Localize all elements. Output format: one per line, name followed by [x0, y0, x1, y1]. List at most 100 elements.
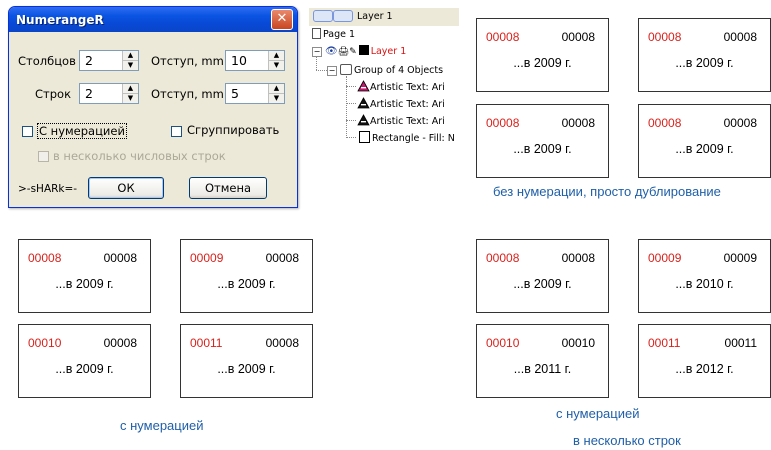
- card-black-number: 00008: [265, 336, 299, 350]
- rows-label: Строк: [35, 87, 72, 101]
- pencil-icon[interactable]: ✎: [349, 47, 357, 57]
- group-label[interactable]: Сгруппировать: [187, 123, 280, 137]
- card-year-text: ...в 2009 г.: [513, 56, 572, 70]
- tree-item-label: Artistic Text: Ari: [370, 99, 445, 110]
- object-manager-tree: Layer 1 Page 1 − 👁🖨✎Layer 1 − Group of 4…: [309, 8, 459, 146]
- tree-item-layer[interactable]: 👁🖨✎Layer 1: [325, 45, 406, 57]
- tree-tab-icon[interactable]: [333, 10, 353, 22]
- with-numbering-label[interactable]: С нумерацией: [37, 123, 127, 139]
- label-card: 00009 00009 ...в 2010 г.: [638, 239, 771, 313]
- tree-item-label: Artistic Text: Ari: [370, 116, 445, 127]
- spin-up-icon[interactable]: ▲: [269, 51, 284, 61]
- offset2-spinner[interactable]: 5 ▲▼: [225, 83, 285, 104]
- spin-down-icon[interactable]: ▼: [273, 94, 280, 102]
- label-card: 00008 00008 ...в 2009 г.: [638, 104, 771, 178]
- tree-item-text-1[interactable]: Artistic Text: Ari: [357, 80, 445, 93]
- offset2-value[interactable]: 5: [231, 86, 239, 101]
- eye-icon[interactable]: 👁: [325, 46, 338, 57]
- collapse-group-icon[interactable]: −: [327, 66, 337, 76]
- card-year-text: ...в 2011 г.: [513, 362, 572, 376]
- cancel-button[interactable]: Отмена: [189, 177, 267, 199]
- label-card: 00011 00008 ...в 2009 г.: [180, 324, 313, 398]
- close-icon: ✕: [276, 11, 288, 26]
- card-black-number: 00008: [561, 251, 595, 265]
- offset1-spinner[interactable]: 10 ▲▼: [225, 50, 285, 71]
- artistic-text-icon: [357, 97, 370, 109]
- dialog-titlebar[interactable]: NumerangeR ✕: [9, 7, 297, 32]
- label-card: 00010 00010 ...в 2011 г.: [476, 324, 609, 398]
- tree-item-page[interactable]: Page 1: [312, 28, 355, 40]
- columns-label: Столбцов: [18, 54, 76, 68]
- tree-toolbar: Layer 1: [309, 8, 459, 26]
- card-year-text: ...в 2009 г.: [513, 277, 572, 291]
- offset1-value[interactable]: 10: [231, 53, 247, 68]
- tree-item-group[interactable]: Group of 4 Objects: [340, 64, 443, 76]
- spin-down-icon[interactable]: ▼: [127, 61, 134, 69]
- printer-icon[interactable]: 🖨: [337, 47, 350, 57]
- card-year-text: ...в 2012 г.: [675, 362, 734, 376]
- card-red-number: 00008: [28, 251, 62, 265]
- tree-connector: [346, 76, 347, 138]
- card-black-number: 00008: [561, 30, 595, 44]
- tree-connector: [346, 120, 356, 121]
- card-year-text: ...в 2009 г.: [675, 142, 734, 156]
- spin-down-icon[interactable]: ▼: [273, 61, 280, 69]
- card-black-number: 00008: [265, 251, 299, 265]
- tree-item-label: Rectangle - Fill: N: [372, 133, 455, 144]
- tree-item-text-2[interactable]: Artistic Text: Ari: [357, 97, 445, 110]
- card-black-number: 00008: [103, 336, 137, 350]
- ok-button[interactable]: ОК: [88, 177, 164, 199]
- spin-up-icon[interactable]: ▲: [269, 84, 284, 94]
- collapse-layer-icon[interactable]: −: [312, 47, 322, 57]
- spin-down-icon[interactable]: ▼: [127, 94, 134, 102]
- spin-up-icon[interactable]: ▲: [123, 84, 138, 94]
- tree-group-label: Group of 4 Objects: [354, 65, 444, 76]
- offset1-label: Отступ, mm: [151, 54, 224, 68]
- card-year-text: ...в 2009 г.: [55, 277, 114, 291]
- label-card: 00008 00008 ...в 2009 г.: [638, 18, 771, 92]
- columns-value[interactable]: 2: [85, 53, 93, 68]
- card-red-number: 00008: [648, 30, 682, 44]
- artistic-text-icon: [357, 80, 370, 92]
- card-black-number: 00011: [724, 336, 757, 350]
- tree-item-rectangle[interactable]: Rectangle - Fill: N: [359, 131, 455, 144]
- card-red-number: 00011: [648, 336, 681, 350]
- card-red-number: 00008: [648, 116, 682, 130]
- dialog-title: NumerangeR: [16, 12, 104, 27]
- layer-color-icon: [358, 45, 369, 55]
- card-black-number: 00008: [723, 30, 757, 44]
- card-red-number: 00010: [28, 336, 62, 350]
- tree-connector: [346, 137, 356, 138]
- multi-rows-checkbox: [38, 151, 49, 162]
- close-button[interactable]: ✕: [271, 9, 293, 30]
- label-card: 00008 00008 ...в 2009 г.: [476, 239, 609, 313]
- rows-value[interactable]: 2: [85, 86, 93, 101]
- spin-up-icon[interactable]: ▲: [123, 51, 138, 61]
- label-card: 00008 00008 ...в 2009 г.: [18, 239, 151, 313]
- caption-duplicate: без нумерации, просто дублирование: [493, 184, 721, 199]
- tree-page-label: Page 1: [323, 29, 356, 40]
- card-black-number: 00009: [723, 251, 757, 265]
- card-red-number: 00010: [486, 336, 520, 350]
- label-card: 00008 00008 ...в 2009 г.: [476, 18, 609, 92]
- group-checkbox[interactable]: [171, 126, 182, 137]
- columns-spinner[interactable]: 2 ▲▼: [79, 50, 139, 71]
- card-year-text: ...в 2009 г.: [217, 277, 276, 291]
- card-red-number: 00008: [486, 251, 520, 265]
- card-black-number: 00008: [103, 251, 137, 265]
- card-red-number: 00009: [648, 251, 682, 265]
- label-card: 00009 00008 ...в 2009 г.: [180, 239, 313, 313]
- rows-spinner[interactable]: 2 ▲▼: [79, 83, 139, 104]
- tree-item-text-3[interactable]: Artistic Text: Ari: [357, 114, 445, 127]
- card-red-number: 00009: [190, 251, 224, 265]
- card-black-number: 00008: [561, 116, 595, 130]
- author-signature: >-sHARk=-: [18, 183, 78, 195]
- page-icon: [312, 28, 321, 39]
- multi-rows-label: в несколько числовых строк: [53, 149, 226, 163]
- artistic-text-icon: [357, 114, 370, 126]
- card-black-number: 00008: [723, 116, 757, 130]
- caption-multi-1: с нумерацией: [556, 406, 640, 421]
- tree-layer-top-label: Layer 1: [357, 11, 393, 22]
- tree-tab-icon[interactable]: [313, 10, 333, 22]
- with-numbering-checkbox[interactable]: [22, 126, 33, 137]
